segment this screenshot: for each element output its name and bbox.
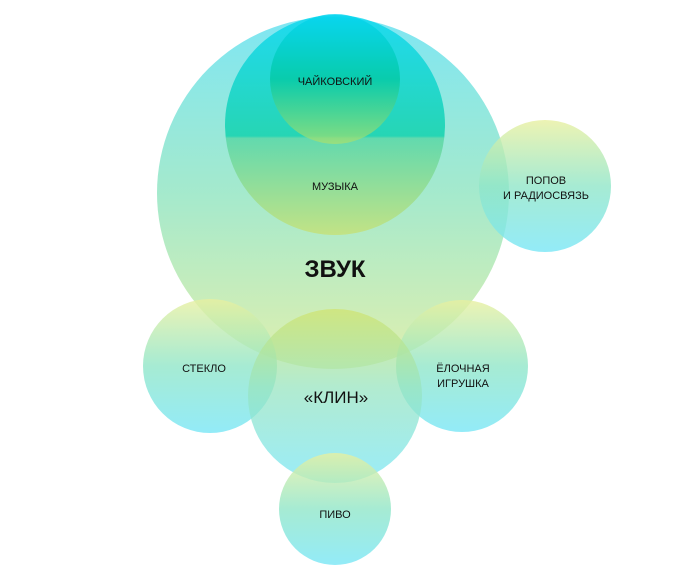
circle-toy	[396, 300, 528, 432]
circle-popov	[479, 120, 611, 252]
circle-glass	[143, 299, 277, 433]
label-toy-2: ИГРУШКА	[437, 378, 489, 390]
label-popov-2: И РАДИОСВЯЗЬ	[503, 190, 589, 202]
label-beer: ПИВО	[319, 509, 351, 521]
circle-tchaikovsky	[270, 14, 400, 144]
label-toy-1: ЁЛОЧНАЯ	[436, 363, 489, 375]
label-music: МУЗЫКА	[312, 181, 359, 193]
label-tchaikovsky: ЧАЙКОВСКИЙ	[298, 75, 373, 88]
label-sound: ЗВУК	[304, 256, 365, 283]
circle-klin	[248, 309, 422, 483]
circle-beer	[279, 453, 391, 565]
label-popov-1: ПОПОВ	[526, 175, 566, 187]
label-klin: «КЛИН»	[304, 388, 368, 407]
label-glass: СТЕКЛО	[182, 363, 226, 375]
